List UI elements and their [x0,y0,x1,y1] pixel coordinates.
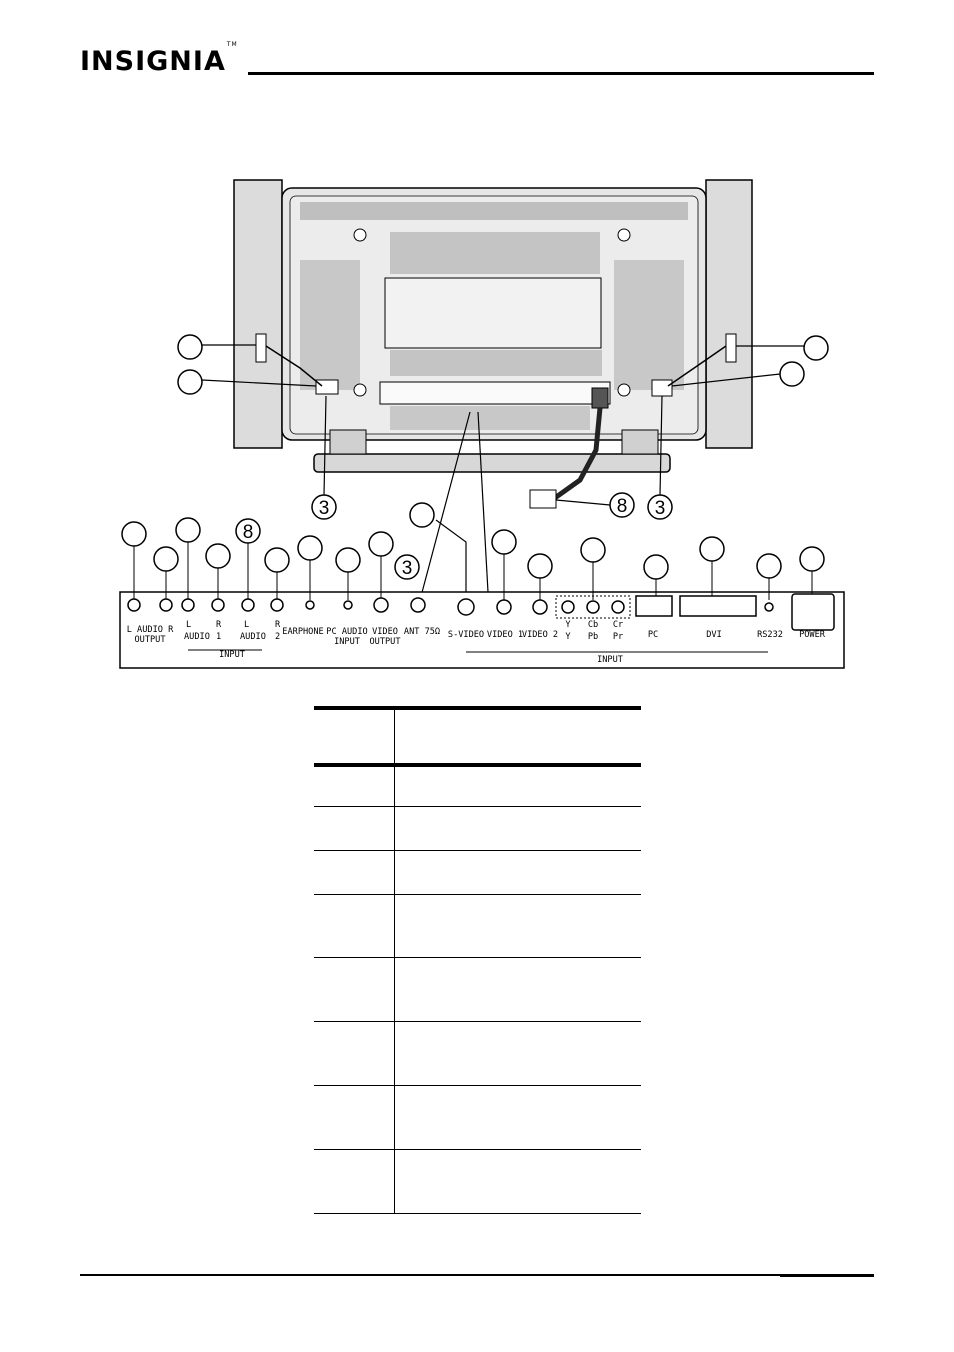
label-video2: VIDEO 2 [522,630,558,640]
label-audio1: AUDIO [184,632,210,642]
label-rs232: RS232 [757,630,783,640]
right-speaker [705,179,753,449]
specification-table [314,706,641,1214]
audio-output-l-jack [127,598,141,612]
audio-output-r-jack [159,598,173,612]
callout-8-top: 8 [617,496,628,517]
label-pc-audio-sub: INPUT [334,637,360,647]
label-svideo: S-VIDEO [448,630,484,640]
center-panel [384,277,602,349]
label-video-output: VIDEO [372,627,398,637]
label-video-output-sub: OUTPUT [369,637,400,647]
top-vent [300,202,688,220]
label-cr: Cr [613,620,623,630]
trademark-mark: TM [226,41,238,48]
label-power: POWER [799,630,826,640]
pb-jack [586,600,600,614]
video-output-jack [373,597,389,613]
table-row [314,1086,641,1150]
video1-jack [496,599,512,615]
callout-8-panel: 8 [243,522,254,543]
label-audio-output-sub: OUTPUT [134,635,165,645]
label-ant: ANT 75Ω [404,627,440,637]
header-rule [248,72,874,75]
power-plug [529,489,557,509]
footer-rule-accent [780,1274,874,1277]
table-row [314,807,641,851]
label-audio2-r: R [275,620,281,630]
label-audio1-l: L [186,620,191,630]
svideo-jack [457,598,475,616]
callout-3-left: 3 [319,498,330,519]
terminal-strip [379,381,611,405]
left-speaker-terminal [315,379,339,395]
tv-back-illustration: 3 3 8 8 3 [119,179,845,669]
label-cb: Cb [588,620,598,630]
audio1-r-jack [211,598,225,612]
lower-vent [390,350,602,376]
earphone-jack [305,600,315,610]
label-input-right: INPUT [597,655,623,665]
left-speaker [233,179,283,449]
label-pr: Pr [613,632,623,642]
table-header-row [314,710,641,763]
right-speaker-terminal [651,379,673,397]
label-y-bottom: Y [565,632,571,642]
table-header-rule [314,763,641,767]
label-audio2: AUDIO [240,632,266,642]
tv-base [313,453,671,473]
callout-3-right: 3 [655,498,666,519]
label-audio2-l: L [244,620,249,630]
label-pc-audio: PC AUDIO [326,627,367,637]
page-header: INSIGNIATM [0,0,954,100]
left-vent [300,260,360,390]
table-row [314,895,641,958]
upper-vent [390,232,600,274]
callout-3-panel: 3 [402,558,413,579]
label-audio-output: L AUDIO R [127,625,174,635]
power-socket [791,593,835,631]
table-row [314,767,641,807]
label-audio2-num: 2 [275,632,280,642]
label-pb: Pb [588,632,598,642]
insignia-logo: INSIGNIATM [80,41,237,77]
dvi-port [679,595,757,617]
rs232-jack [764,602,774,612]
audio2-l-jack [241,598,255,612]
pr-jack [611,600,625,614]
audio1-l-jack [181,598,195,612]
tv-back-panel-figure: 3 3 8 8 3 [0,150,954,680]
table-row [314,958,641,1022]
label-audio1-num: 1 [216,632,221,642]
label-y-top: Y [565,620,571,630]
y-jack [561,600,575,614]
right-vent [614,260,684,390]
right-speaker-jack [725,333,737,363]
label-earphone: EARPHONE [282,627,323,637]
left-speaker-jack [255,333,267,363]
label-input-left: INPUT [219,650,245,660]
label-video1: VIDEO 1 [487,630,523,640]
label-pc: PC [648,630,658,640]
antenna-jack [410,597,426,613]
table-row [314,851,641,895]
video2-jack [532,599,548,615]
pc-audio-jack [343,600,353,610]
label-dvi: DVI [706,630,722,640]
label-audio1-r: R [216,620,222,630]
pc-vga-port [635,595,673,617]
brand-wordmark: INSIGNIA [80,46,226,77]
table-row [314,1150,641,1214]
table-row [314,1022,641,1086]
audio2-r-jack [270,598,284,612]
table-top-rule [314,706,641,710]
footer-rule [80,1274,874,1276]
